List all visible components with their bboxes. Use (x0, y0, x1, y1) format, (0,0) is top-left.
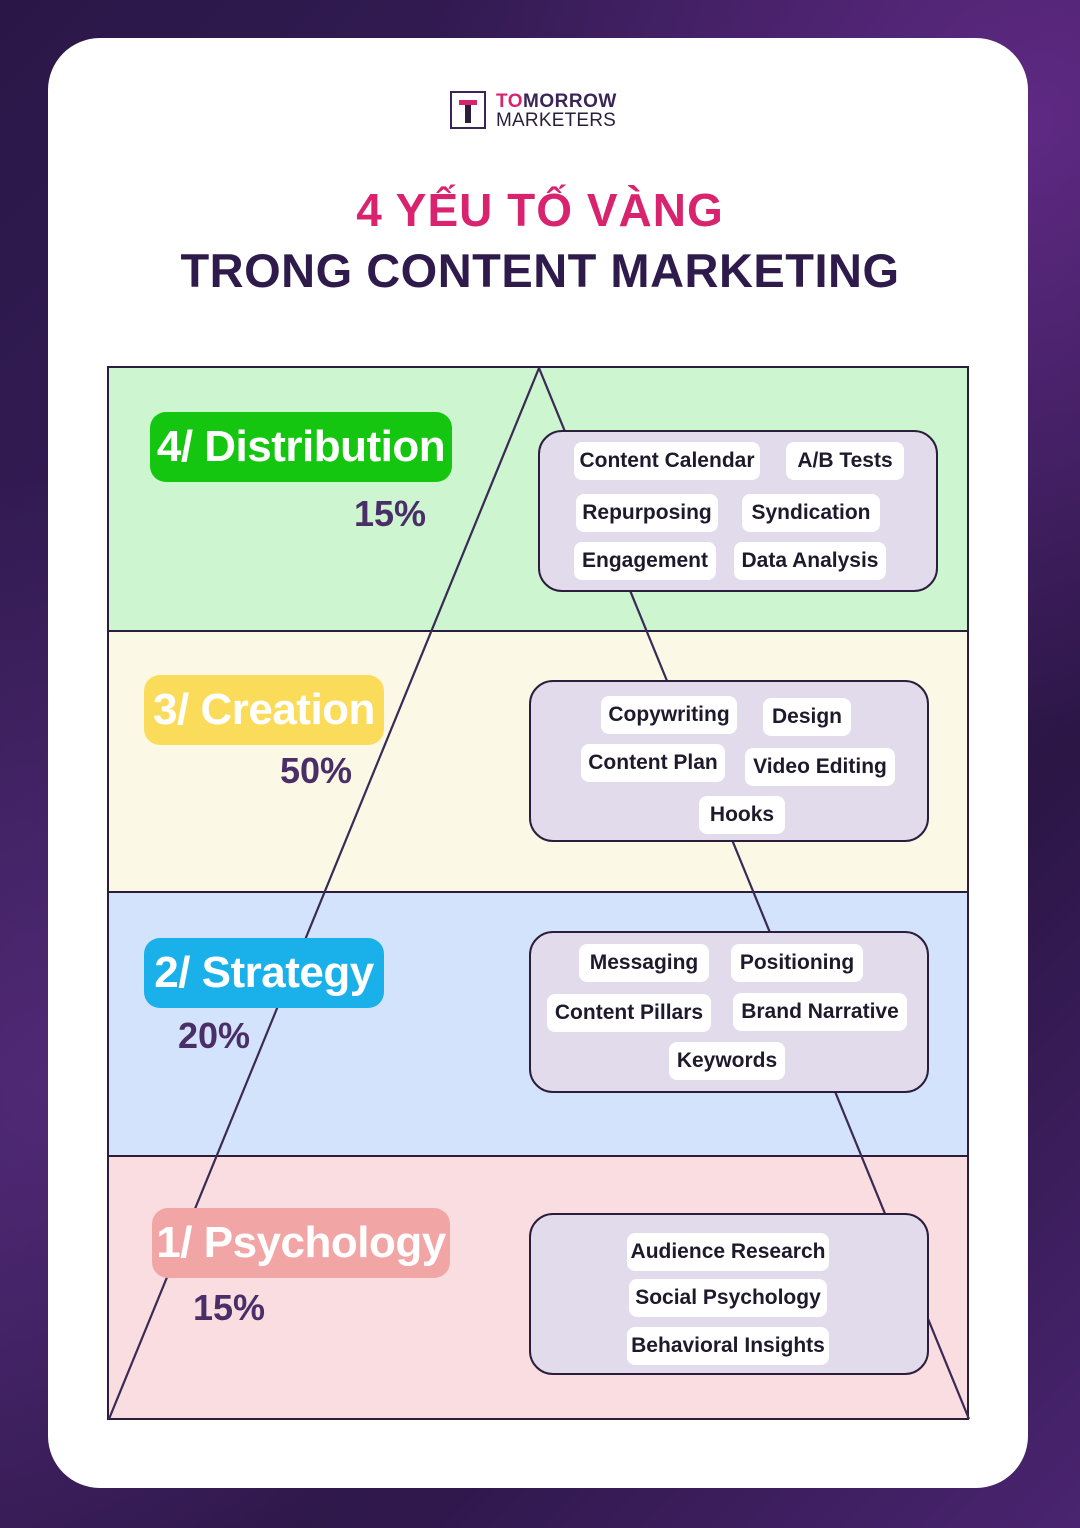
logo-mark-icon (450, 91, 486, 129)
skill-chip: Video Editing (745, 748, 895, 786)
title-line-1: 4 YẾU TỐ VÀNG (356, 184, 724, 236)
skill-chip: Content Plan (581, 744, 725, 782)
skill-chip: Brand Narrative (733, 993, 907, 1031)
skill-chip: Engagement (574, 542, 716, 580)
skill-chip: Syndication (742, 494, 880, 532)
title-line-2: TRONG CONTENT MARKETING (180, 244, 900, 297)
skills-box-creation: Copywriting Design Content Plan Video Ed… (529, 680, 929, 842)
skill-chip: Audience Research (627, 1233, 829, 1271)
skill-chip: Messaging (579, 944, 709, 982)
skill-chip: Data Analysis (734, 542, 886, 580)
level-label-distribution: 4/ Distribution (150, 412, 452, 482)
level-label-psychology: 1/ Psychology (152, 1208, 450, 1278)
skill-chip: Content Calendar (574, 442, 760, 480)
skill-chip: Content Pillars (547, 994, 711, 1032)
level-label-creation: 3/ Creation (144, 675, 384, 745)
skill-chip: Repurposing (576, 494, 718, 532)
skill-chip: Behavioral Insights (627, 1327, 829, 1365)
skills-box-distribution: Content Calendar A/B Tests Repurposing S… (538, 430, 938, 592)
level-percent-creation: 50% (280, 750, 353, 791)
skills-box-strategy: Messaging Positioning Content Pillars Br… (529, 931, 929, 1093)
level-percent-strategy: 20% (178, 1015, 251, 1056)
skill-chip: A/B Tests (786, 442, 904, 480)
level-percent-distribution: 15% (354, 493, 427, 534)
logo-text: TOMORROW MARKETERS (496, 92, 696, 130)
logo-word-part-a: TO (496, 91, 524, 112)
logo-word-part-b: MORROW (523, 91, 617, 112)
skills-box-psychology: Audience Research Social Psychology Beha… (529, 1213, 929, 1375)
logo-word-line2: MARKETERS (496, 110, 617, 131)
skill-chip: Keywords (669, 1042, 785, 1080)
level-percent-psychology: 15% (193, 1287, 266, 1328)
skill-chip: Positioning (731, 944, 863, 982)
skill-chip: Hooks (699, 796, 785, 834)
skill-chip: Social Psychology (629, 1279, 827, 1317)
skill-chip: Design (763, 698, 851, 736)
level-label-strategy: 2/ Strategy (144, 938, 384, 1008)
skill-chip: Copywriting (601, 696, 737, 734)
